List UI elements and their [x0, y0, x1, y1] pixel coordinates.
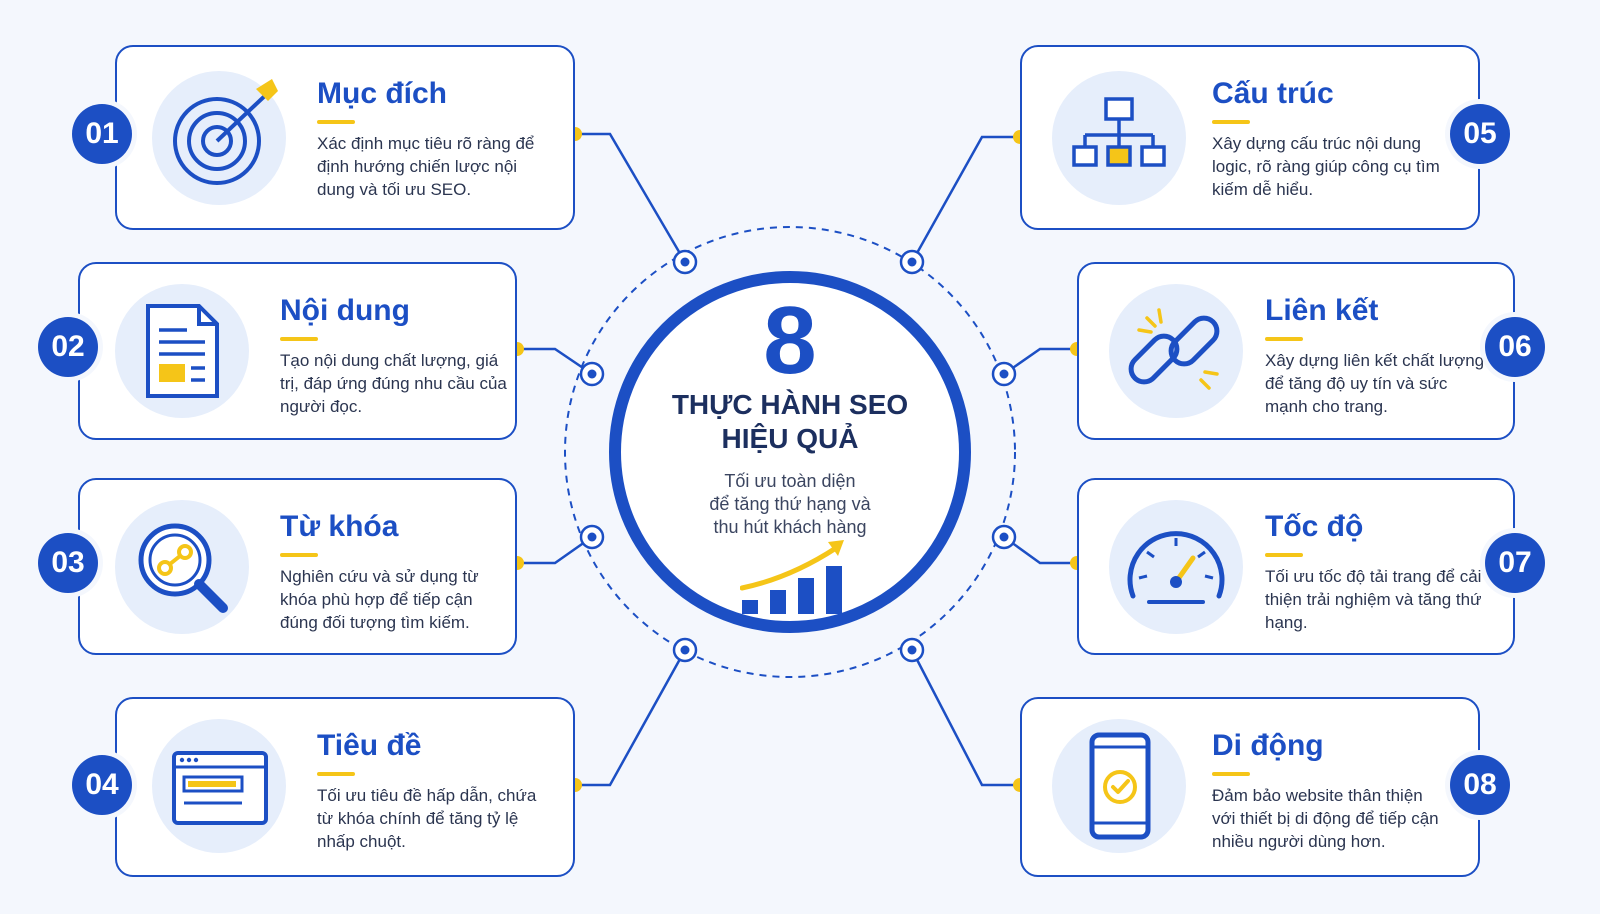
card-tu-khoa: Từ khóa Nghiên cứu và sử dụng từ khóa ph… [78, 478, 517, 655]
connector-line-01 [575, 132, 687, 263]
browser-window-icon [152, 719, 286, 853]
hub-subtitle-line-3: thu hút khách hàng [713, 517, 867, 537]
card-title: Từ khóa [280, 510, 399, 543]
card-lien-ket: Liên kết Xây dựng liên kết chất lượng để… [1077, 262, 1515, 440]
hub-subtitle-line-1: Tối ưu toàn diện [724, 471, 856, 491]
card-description: Tạo nội dung chất lượng, giá trị, đáp ứn… [280, 351, 507, 416]
card-title: Liên kết [1265, 294, 1379, 327]
number-badge-08: 08 [1450, 755, 1510, 815]
card-di-dong: Di động Đảm bảo website thân thiện với t… [1020, 697, 1480, 877]
card-description: Xây dựng liên kết chất lượng để tăng độ … [1265, 351, 1485, 416]
card-description: Xác định mục tiêu rõ ràng để định hướng … [317, 134, 535, 199]
speedometer-icon [1109, 500, 1243, 634]
number-badge-04: 04 [72, 755, 132, 815]
card-tieu-de: Tiêu đề Tối ưu tiêu đề hấp dẫn, chứa từ … [115, 697, 575, 877]
hub-title-line-2: HIỆU QUẢ [721, 423, 859, 454]
hub-title-line-1: THỰC HÀNH SEO [671, 389, 909, 420]
number-badge-02: 02 [38, 317, 98, 377]
card-muc-dich: Mục đích Xác định mục tiêu rõ ràng để đị… [115, 45, 575, 230]
card-description: Tối ưu tốc độ tải trang để cải thiện trả… [1265, 567, 1482, 632]
sitemap-icon [1052, 71, 1186, 205]
smartphone-icon [1052, 719, 1186, 853]
number-badge-07: 07 [1485, 533, 1545, 593]
hub-title: THỰC HÀNH SEO HIỆU QUẢ [640, 388, 940, 456]
hub-subtitle: Tối ưu toàn diện để tăng thứ hạng và thu… [660, 470, 920, 539]
number-badge-03: 03 [38, 533, 98, 593]
connector-line-05 [910, 135, 1020, 263]
card-title: Mục đích [317, 77, 448, 110]
title-underline [1212, 120, 1250, 124]
growth-chart-icon [740, 540, 844, 614]
title-underline [1212, 772, 1250, 776]
hub-subtitle-line-2: để tăng thứ hạng và [709, 494, 871, 514]
number-badge-06: 06 [1485, 317, 1545, 377]
title-underline [280, 337, 318, 341]
card-title: Di động [1212, 729, 1324, 762]
magnifier-icon [115, 500, 249, 634]
connector-line-08 [910, 649, 1020, 787]
number-badge-05: 05 [1450, 104, 1510, 164]
title-underline [1265, 553, 1303, 557]
card-noi-dung: Nội dung Tạo nội dung chất lượng, giá tr… [78, 262, 517, 440]
title-underline [1265, 337, 1303, 341]
connector-line-02 [517, 347, 593, 376]
card-description: Nghiên cứu và sử dụng từ khóa phù hợp để… [280, 567, 479, 632]
card-title: Tốc độ [1265, 510, 1364, 543]
card-description: Đảm bảo website thân thiện với thiết bị … [1212, 786, 1439, 851]
connector-line-07 [1003, 535, 1077, 565]
connector-line-06 [1003, 347, 1077, 376]
connector-line-03 [517, 535, 593, 565]
outer-dashed-ring [564, 226, 1016, 678]
document-icon [115, 284, 249, 418]
card-title: Tiêu đề [317, 729, 422, 762]
chain-link-icon [1109, 284, 1243, 418]
number-badge-01: 01 [72, 104, 132, 164]
card-description: Tối ưu tiêu đề hấp dẫn, chứa từ khóa chí… [317, 786, 537, 851]
card-description: Xây dựng cấu trúc nội dung logic, rõ ràn… [1212, 134, 1440, 199]
title-underline [280, 553, 318, 557]
title-underline [317, 772, 355, 776]
card-title: Cấu trúc [1212, 77, 1334, 110]
target-icon [152, 71, 286, 205]
card-cau-truc: Cấu trúc Xây dựng cấu trúc nội dung logi… [1020, 45, 1480, 230]
card-toc-do: Tốc độ Tối ưu tốc độ tải trang để cải th… [1077, 478, 1515, 655]
card-title: Nội dung [280, 294, 410, 327]
hub-number: 8 [763, 287, 817, 394]
connector-line-04 [575, 649, 687, 787]
title-underline [317, 120, 355, 124]
